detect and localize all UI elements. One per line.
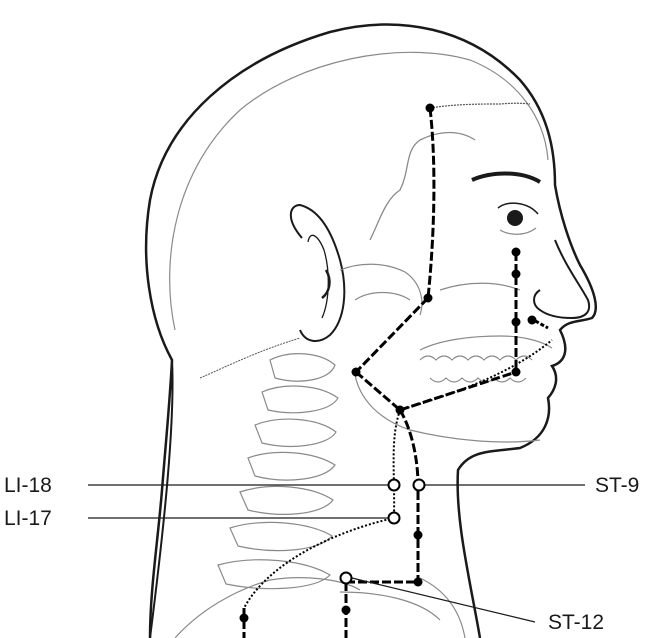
st9-label: ST-9	[595, 475, 639, 496]
temporal-suture	[370, 133, 475, 241]
clavicle-shoulder	[175, 578, 465, 638]
meridian-lines	[244, 108, 552, 638]
st12-point-marker	[341, 573, 352, 584]
nose	[534, 240, 589, 318]
occipital-line	[200, 338, 300, 378]
ear	[291, 205, 344, 341]
meridian-points	[240, 104, 537, 623]
st12-label: ST-12	[548, 612, 604, 633]
li18-label: LI-18	[4, 475, 52, 496]
li17-point-marker	[389, 513, 400, 524]
cervical-vertebrae	[218, 354, 338, 589]
li17-label: LI-17	[4, 508, 52, 529]
st9-point-marker	[414, 480, 425, 491]
head-outline	[146, 25, 596, 638]
leader-lines	[88, 485, 585, 622]
eye	[472, 174, 540, 235]
hairline-texture	[430, 103, 530, 108]
li18-point-marker	[389, 480, 400, 491]
jaw-teeth	[340, 264, 552, 442]
skull-inner-line	[170, 52, 548, 330]
